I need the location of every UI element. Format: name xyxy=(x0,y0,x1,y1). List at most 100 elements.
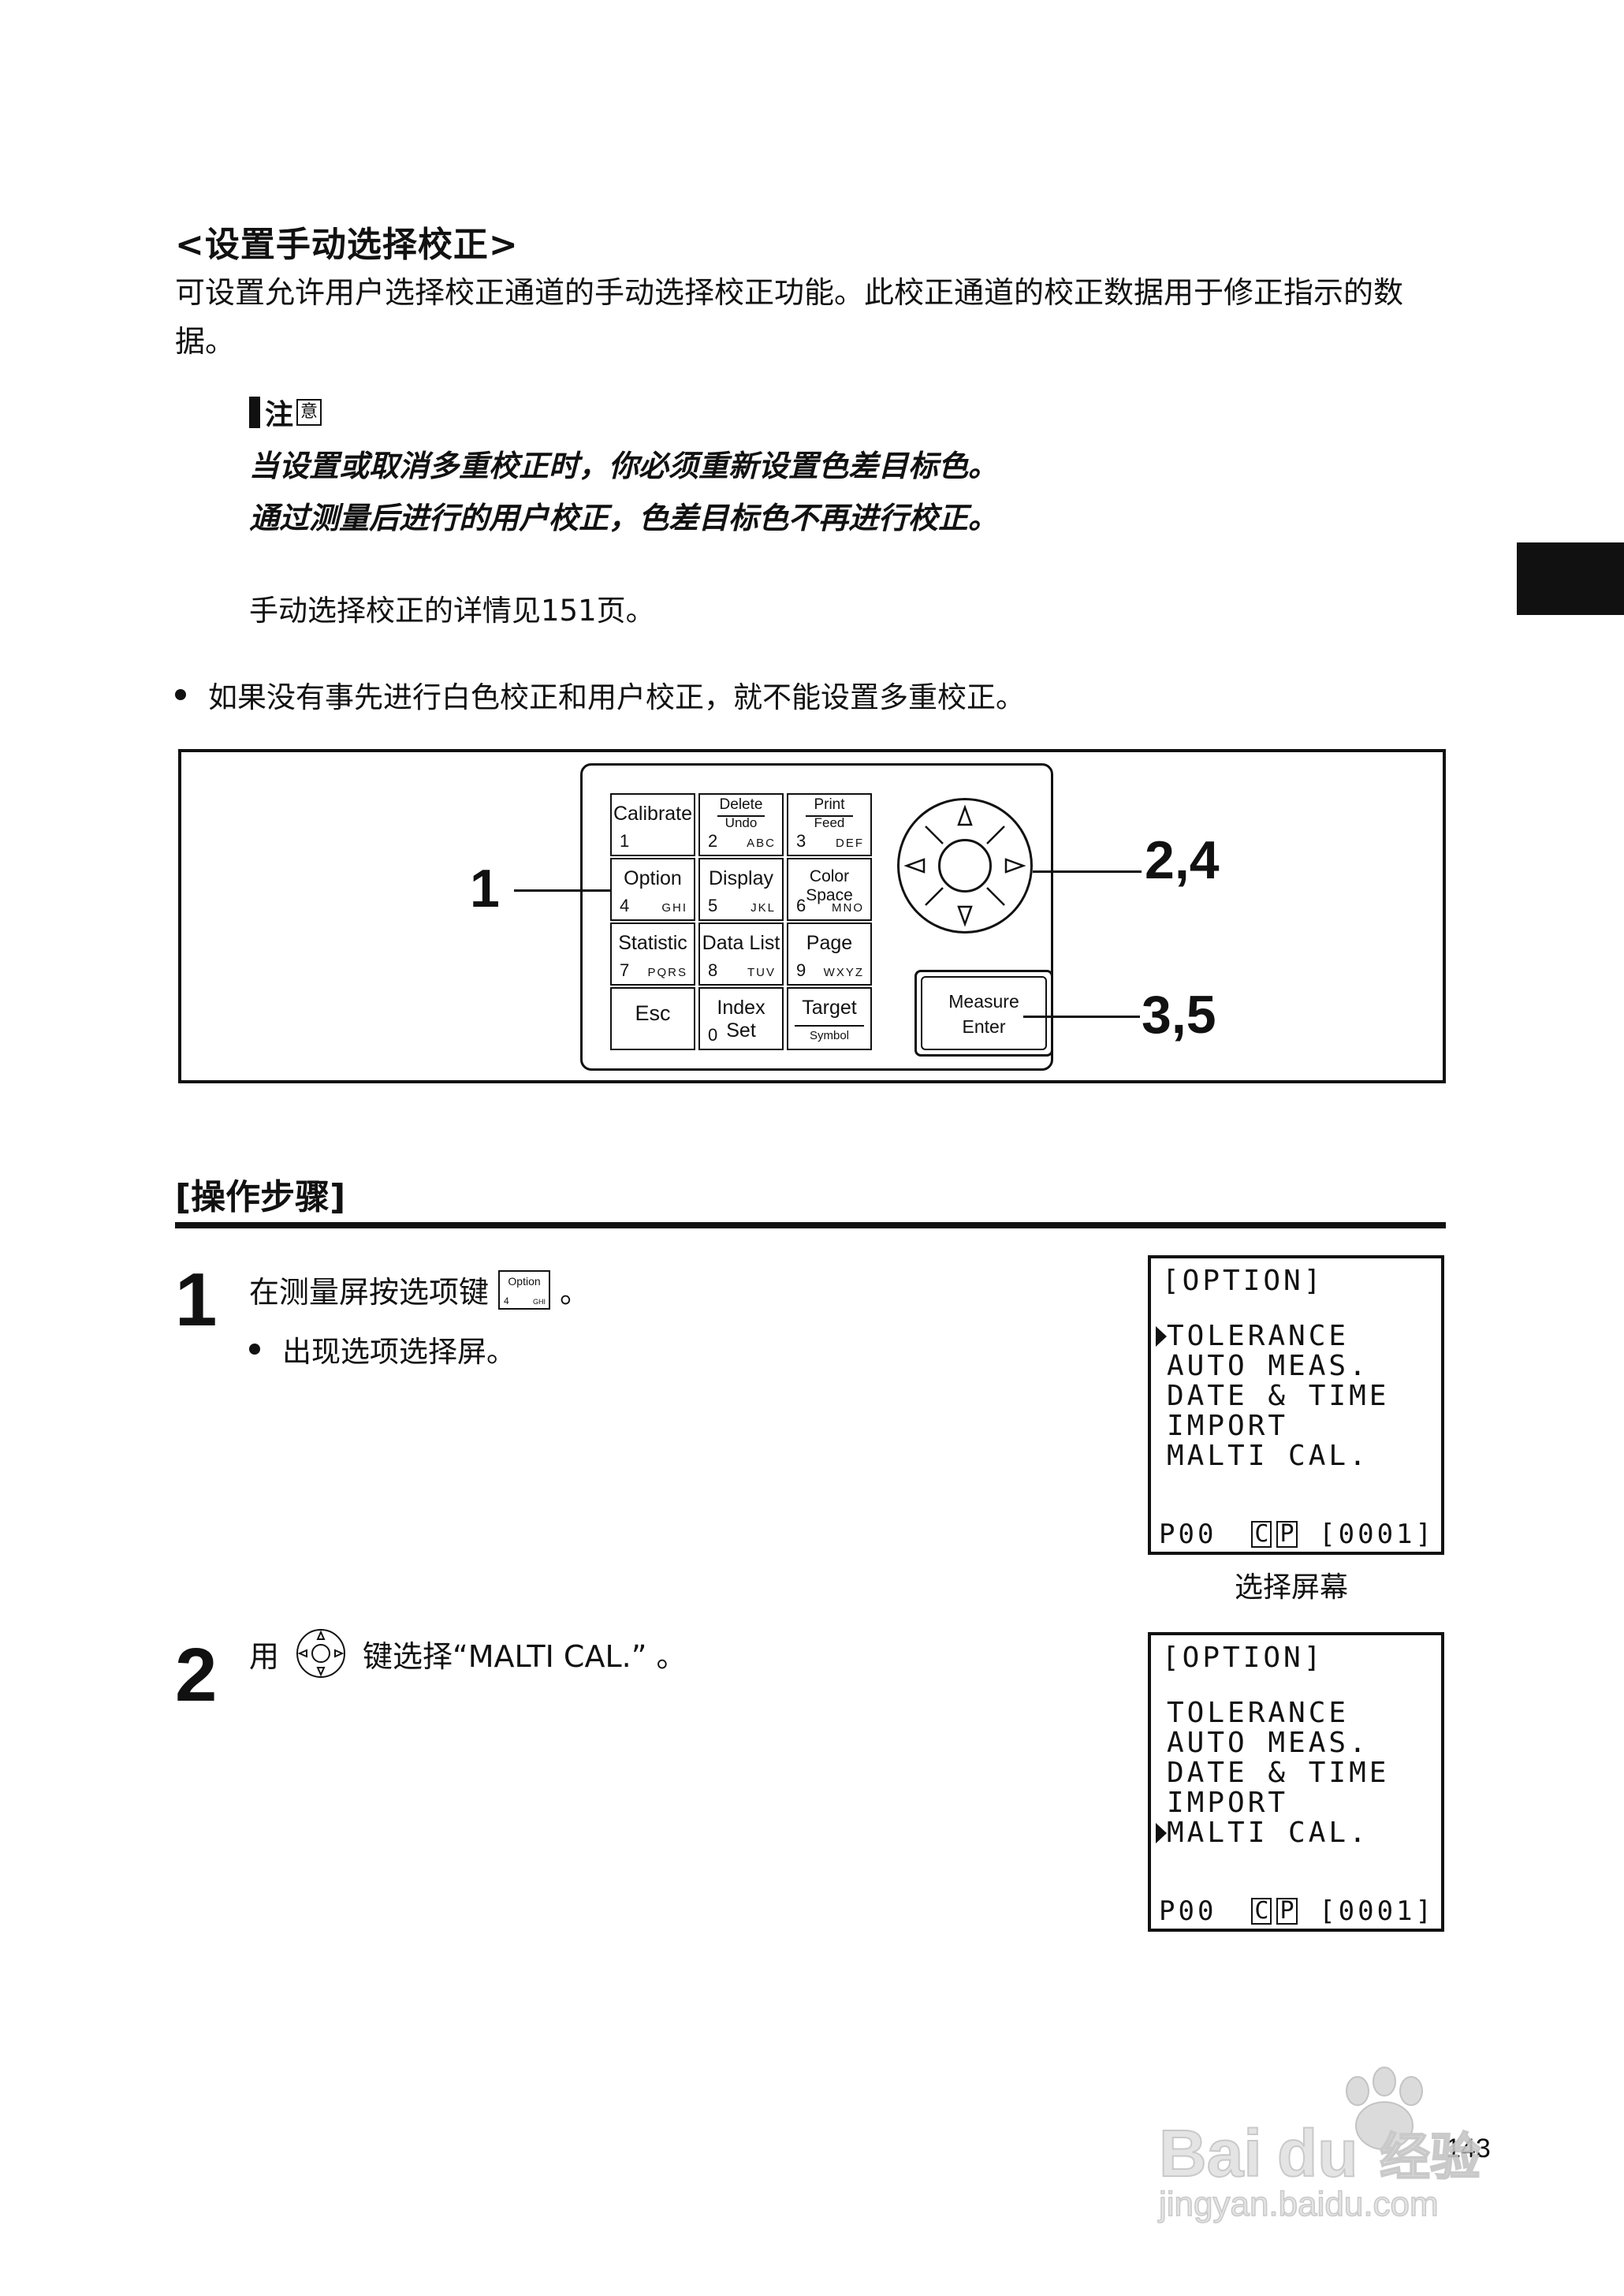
screen-status-bar: P00 C P [0001] xyxy=(1159,1895,1435,1927)
key-label: Data List xyxy=(702,932,780,954)
callout-2-4: 2,4 xyxy=(1145,830,1220,890)
callout-1-line xyxy=(514,889,612,892)
key-number: 2 xyxy=(708,831,718,851)
key-top-label: Print xyxy=(814,796,845,813)
baidu-jingyan-watermark-logo: Bai du 经验 jingyan.baidu.com xyxy=(1157,2067,1481,2223)
key-label: Index Set xyxy=(717,997,765,1042)
key-letters: PQRS xyxy=(647,966,687,979)
key-label: Calibrate xyxy=(613,803,693,825)
key-letters: ABC xyxy=(747,837,776,850)
key-page[interactable]: Page 9 WXYZ xyxy=(787,922,872,986)
step-1-text: 在测量屏按选项键 xyxy=(249,1275,490,1310)
key-label: Display xyxy=(709,867,773,889)
screen-item: TOLERANCE xyxy=(1167,1697,1350,1729)
measure-key-frame xyxy=(914,970,1053,1057)
note-heading: 注 意 xyxy=(249,394,322,431)
bullet-text: 如果没有事先进行白色校正和用户校正，就不能设置多重校正。 xyxy=(208,680,1025,714)
screen-status-bar: P00 C P [0001] xyxy=(1159,1519,1435,1550)
svg-text:jingyan.baidu.com: jingyan.baidu.com xyxy=(1157,2185,1439,2223)
key-divider xyxy=(717,815,765,817)
bullet-item: 如果没有事先进行白色校正和用户校正，就不能设置多重校正。 xyxy=(175,673,1025,716)
key-color-space[interactable]: Color Space 6 MNO xyxy=(787,858,872,921)
status-c-indicator: C xyxy=(1251,1521,1272,1548)
callout-3-5-line xyxy=(1023,1016,1140,1018)
screen-item: DATE & TIME xyxy=(1167,1380,1390,1412)
enter-label: Enter xyxy=(962,1016,1006,1037)
key-letters: WXYZ xyxy=(823,966,864,979)
direction-arrows-icon xyxy=(903,804,1026,927)
key-index-set[interactable]: Index Set 0 xyxy=(698,987,784,1050)
screen-item: MALTI CAL. xyxy=(1167,1817,1369,1849)
key-number: 6 xyxy=(796,896,806,915)
key-label: Esc xyxy=(635,1001,671,1025)
step-2-number: 2 xyxy=(175,1633,218,1717)
key-top-label: Delete xyxy=(719,796,763,813)
key-statistic[interactable]: Statistic 7 PQRS xyxy=(610,922,695,986)
note-label-small: 意 xyxy=(296,399,322,426)
step-2-text-end: 键选择“MALTI CAL.” 。 xyxy=(363,1638,687,1674)
intro-paragraph: 可设置允许用户选择校正通道的手动选择校正功能。此校正通道的校正数据用于修正指示的… xyxy=(175,275,1404,359)
screen-item: DATE & TIME xyxy=(1167,1757,1390,1789)
screen-item: MALTI CAL. xyxy=(1167,1440,1369,1472)
procedure-rule xyxy=(175,1222,1446,1228)
direction-pad-center[interactable] xyxy=(938,839,992,893)
option-screen-2: [OPTION] TOLERANCE AUTO MEAS. DATE & TIM… xyxy=(1148,1632,1444,1932)
step-1-bullet: 出现选项选择屏。 xyxy=(249,1328,516,1370)
key-display[interactable]: Display 5 JKL xyxy=(698,858,784,921)
svg-text:du: du xyxy=(1277,2116,1358,2190)
measure-enter-key[interactable]: Measure Enter xyxy=(921,976,1047,1050)
section-title: <设置手动选择校正> xyxy=(175,225,519,265)
key-number: 3 xyxy=(796,831,806,851)
selection-cursor-icon xyxy=(1156,1823,1167,1843)
status-count: [0001] xyxy=(1319,1895,1435,1927)
key-label: Statistic xyxy=(618,932,687,954)
mini-key-number: 4 xyxy=(504,1295,509,1306)
bullet-dot xyxy=(249,1344,260,1355)
key-bottom-label: Undo xyxy=(724,815,758,830)
option-screen-1: [OPTION] TOLERANCE AUTO MEAS. DATE & TIM… xyxy=(1148,1255,1444,1555)
arrow-up-icon xyxy=(957,804,973,826)
note-reference: 手动选择校正的详情见151页。 xyxy=(249,594,655,628)
key-label: Color Space xyxy=(806,867,853,904)
key-letters: GHI xyxy=(661,901,687,915)
key-letters: TUV xyxy=(747,966,776,979)
key-sub-label: Symbol xyxy=(795,1025,864,1046)
step-1-bullet-text: 出现选项选择屏。 xyxy=(282,1335,516,1369)
measure-label: Measure xyxy=(948,991,1019,1012)
direction-pad-icon xyxy=(296,1629,346,1678)
screen-item: IMPORT xyxy=(1167,1410,1289,1442)
note-line-1: 当设置或取消多重校正时，你必须重新设置色差目标色。 xyxy=(249,449,999,483)
key-delete[interactable]: Delete Undo 2 ABC xyxy=(698,793,784,856)
direction-pad[interactable] xyxy=(897,798,1033,934)
note-bar-icon xyxy=(249,397,260,428)
option-key-icon: Option 4 GHI xyxy=(498,1269,551,1310)
key-print[interactable]: Print Feed 3 DEF xyxy=(787,793,872,856)
screen-item: AUTO MEAS. xyxy=(1167,1350,1369,1382)
key-number: 7 xyxy=(620,960,630,980)
screen-item: IMPORT xyxy=(1167,1787,1289,1819)
keypad-figure xyxy=(178,749,1446,1083)
step-1-instruction: 在测量屏按选项键 Option 4 GHI 。 xyxy=(249,1268,590,1311)
chapter-tab xyxy=(1517,542,1624,615)
svg-text:Bai: Bai xyxy=(1159,2116,1262,2190)
key-letters: JKL xyxy=(751,901,776,915)
key-option[interactable]: Option 4 GHI xyxy=(610,858,695,921)
step-2-instruction: 用 键选择“MALTI CAL.” 。 xyxy=(249,1627,686,1679)
callout-3-5: 3,5 xyxy=(1142,985,1216,1045)
status-c-indicator: C xyxy=(1251,1898,1272,1925)
key-esc[interactable]: Esc xyxy=(610,987,695,1050)
procedure-title: [操作步骤] xyxy=(175,1177,346,1217)
bullet-dot xyxy=(175,689,186,700)
screen-title: [OPTION] xyxy=(1162,1265,1324,1297)
screen-item: AUTO MEAS. xyxy=(1167,1727,1369,1759)
key-number: 9 xyxy=(796,960,806,980)
step-2-text: 用 xyxy=(249,1638,280,1674)
key-number: 8 xyxy=(708,960,718,980)
key-target[interactable]: Target Symbol xyxy=(787,987,872,1050)
screen-item: TOLERANCE xyxy=(1167,1320,1350,1352)
key-calibrate[interactable]: Calibrate 1 xyxy=(610,793,695,856)
note-line-2: 通过测量后进行的用户校正，色差目标色不再进行校正。 xyxy=(249,501,999,535)
step-1-number: 1 xyxy=(175,1258,218,1342)
mini-key-letters: GHI xyxy=(533,1297,546,1306)
key-data-list[interactable]: Data List 8 TUV xyxy=(698,922,784,986)
